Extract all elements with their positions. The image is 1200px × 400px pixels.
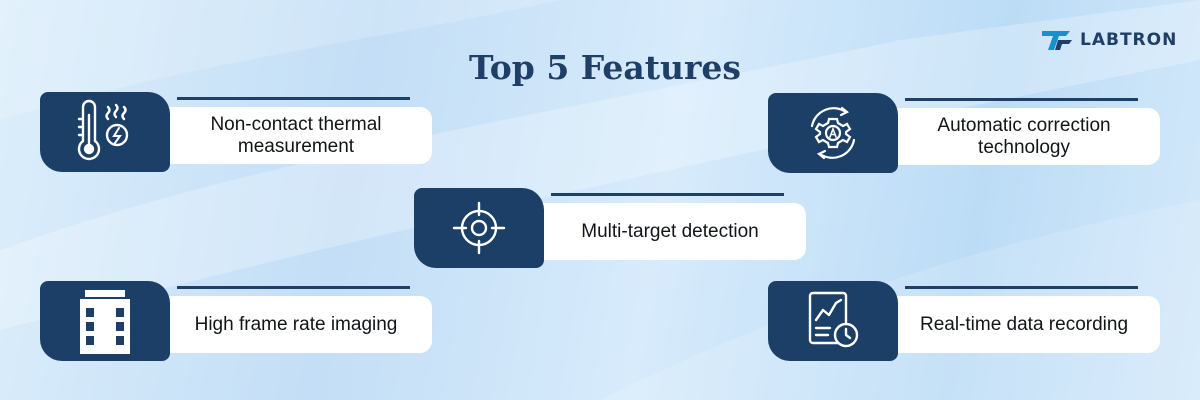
feature-label: Multi-target detection bbox=[581, 220, 759, 242]
gear-auto-icon bbox=[810, 106, 856, 160]
feature-label: Non-contact thermal measurement bbox=[210, 113, 382, 157]
feature-non-contact-thermal: Non-contact thermal measurement bbox=[40, 92, 432, 172]
thermometer-icon bbox=[77, 99, 129, 161]
feature-card: High frame rate imaging bbox=[160, 296, 432, 353]
labtron-logo-icon bbox=[1042, 31, 1072, 50]
chart-report-clock-icon bbox=[808, 291, 859, 348]
feature-card: Automatic correction technology bbox=[888, 108, 1160, 165]
brand-name: LABTRON bbox=[1080, 30, 1178, 50]
feature-icon-tile bbox=[40, 281, 170, 361]
feature-card: Non-contact thermal measurement bbox=[160, 107, 432, 164]
feature-label: High frame rate imaging bbox=[194, 313, 398, 335]
feature-automatic-correction: Automatic correction technology bbox=[768, 93, 1160, 173]
feature-icon-tile bbox=[768, 281, 898, 361]
brand-logo: LABTRON bbox=[1040, 26, 1177, 54]
feature-divider bbox=[177, 97, 410, 100]
feature-divider bbox=[177, 286, 410, 289]
film-frame-icon bbox=[80, 290, 130, 354]
feature-card: Multi-target detection bbox=[534, 203, 806, 260]
feature-icon-tile bbox=[414, 188, 544, 268]
feature-icon-tile bbox=[768, 93, 898, 173]
feature-icon-tile bbox=[40, 92, 170, 172]
feature-divider bbox=[551, 193, 784, 196]
target-crosshair-icon bbox=[452, 201, 506, 255]
feature-high-frame-rate: High frame rate imaging bbox=[40, 281, 432, 361]
feature-card: Real-time data recording bbox=[888, 296, 1160, 353]
feature-multi-target: Multi-target detection bbox=[414, 188, 806, 268]
feature-divider bbox=[905, 286, 1138, 289]
feature-divider bbox=[905, 98, 1138, 101]
page-title: Top 5 Features bbox=[469, 48, 741, 87]
feature-label: Real-time data recording bbox=[919, 313, 1129, 335]
feature-label: Automatic correction technology bbox=[937, 114, 1111, 158]
feature-real-time-recording: Real-time data recording bbox=[768, 281, 1160, 361]
